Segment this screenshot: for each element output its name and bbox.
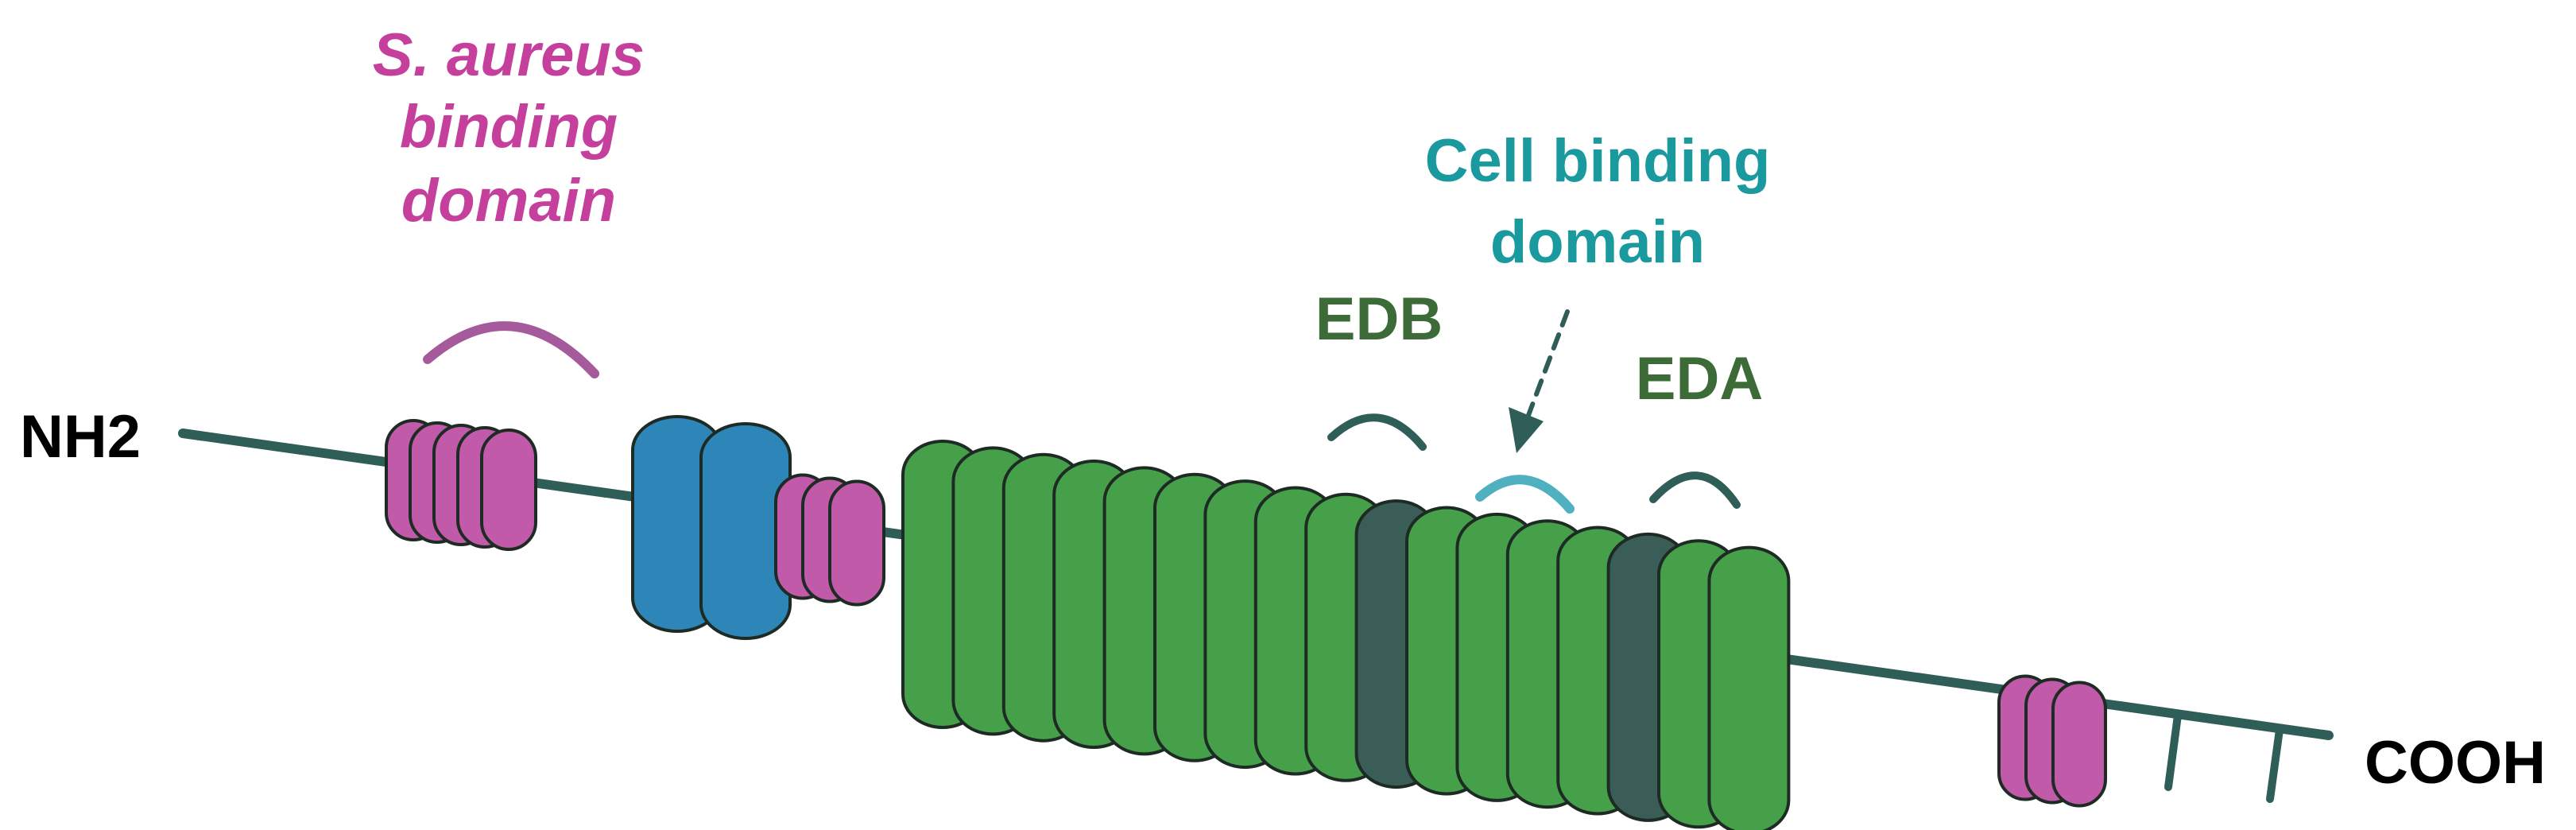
type-i-module (480, 429, 537, 551)
eda-arc (1649, 471, 1741, 509)
cell-binding-arrow-shaft (1525, 309, 1570, 420)
s-aureus-label-line3: domain (401, 167, 616, 235)
cell-binding-label-line2: domain (1490, 208, 1705, 276)
type-i-module (2051, 681, 2107, 808)
s-aureus-label-line2: binding (400, 93, 618, 161)
cell-binding-label-line1: Cell binding (1425, 127, 1771, 195)
type-i-module-group-3 (1997, 674, 2107, 808)
edb-arc (1327, 413, 1427, 451)
cell-binding-arc (1475, 475, 1575, 514)
c-terminus-label: COOH (2365, 729, 2546, 797)
cell-binding-arrow-head (1509, 407, 1544, 453)
edb-label: EDB (1315, 285, 1443, 353)
type-i-module (828, 479, 885, 607)
n-terminus-label: NH2 (20, 403, 141, 471)
type-iii-module (1707, 545, 1791, 830)
type-iii-module-group (901, 440, 1791, 830)
c-terminal-tick-1 (2164, 712, 2182, 791)
type-i-module-group-1 (385, 419, 537, 551)
c-terminal-tick-2 (2266, 726, 2284, 803)
module-groups (385, 415, 2107, 830)
type-ii-module-group (631, 415, 792, 640)
type-i-module-group-2 (774, 473, 885, 607)
s-aureus-label-line1: S. aureus (373, 21, 645, 89)
eda-label: EDA (1636, 345, 1763, 413)
s-aureus-binding-arc (423, 321, 599, 378)
